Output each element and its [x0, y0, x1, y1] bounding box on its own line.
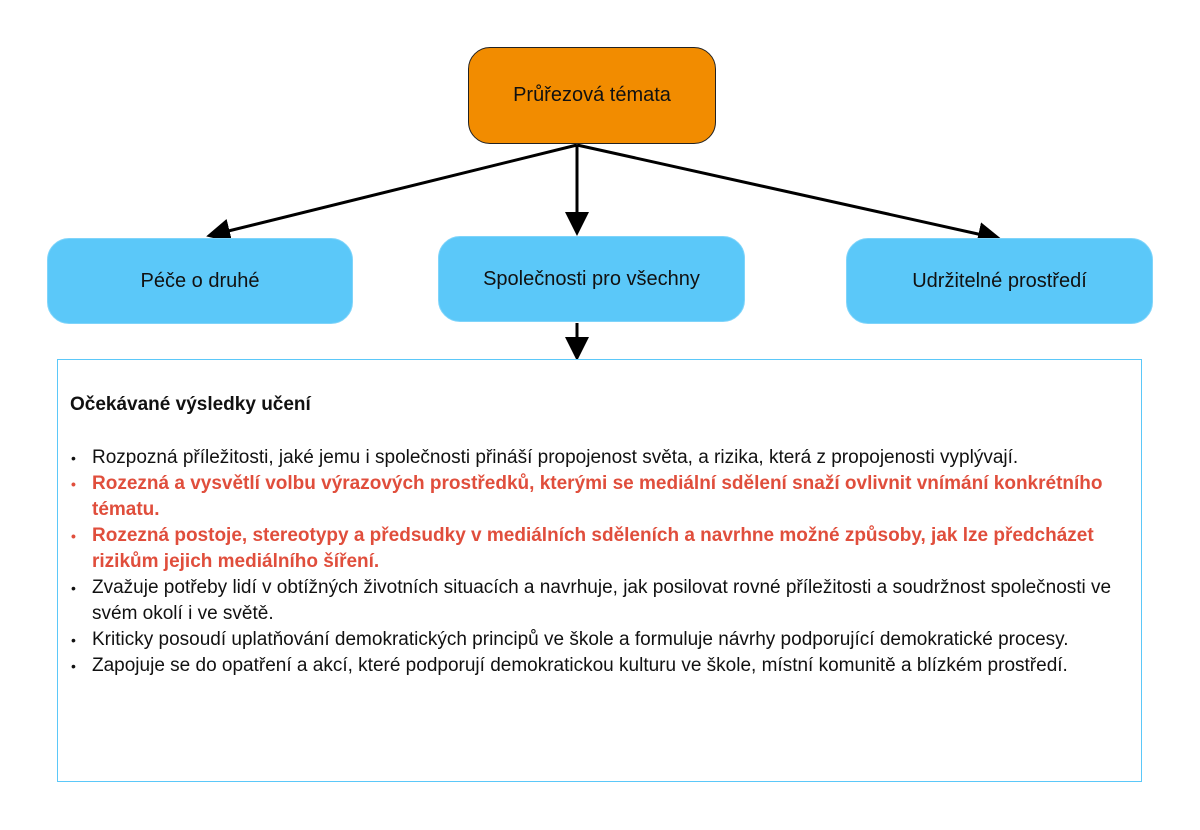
child-node-environment: Udržitelné prostředí [846, 238, 1153, 324]
list-item: Rozezná a vysvětlí volbu výrazových pros… [70, 471, 1132, 523]
outcomes-list: Rozpozná příležitosti, jaké jemu i spole… [70, 445, 1132, 679]
list-item: Rozpozná příležitosti, jaké jemu i spole… [70, 445, 1132, 471]
root-node: Průřezová témata [468, 47, 716, 144]
list-item: Zvažuje potřeby lidí v obtížných životní… [70, 575, 1132, 627]
outcomes-title: Očekávané výsledky učení [70, 394, 311, 415]
arrow-root-to-child-3 [576, 143, 1002, 246]
child-node-label: Společnosti pro všechny [483, 267, 700, 290]
child-node-label: Péče o druhé [140, 269, 260, 292]
child-node-label: Udržitelné prostředí [912, 269, 1087, 292]
outcomes-box: Očekávané výsledky učení Rozpozná přílež… [57, 359, 1142, 782]
list-item: Kriticky posoudí uplatňování demokratick… [70, 627, 1132, 653]
list-item: Rozezná postoje, stereotypy a předsudky … [70, 523, 1132, 575]
arrow-root-to-child-1 [206, 143, 578, 243]
list-item: Zapojuje se do opatření a akcí, které po… [70, 653, 1132, 679]
child-node-society: Společnosti pro všechny [438, 236, 745, 322]
child-node-care: Péče o druhé [47, 238, 353, 324]
root-node-label: Průřezová témata [513, 84, 671, 106]
